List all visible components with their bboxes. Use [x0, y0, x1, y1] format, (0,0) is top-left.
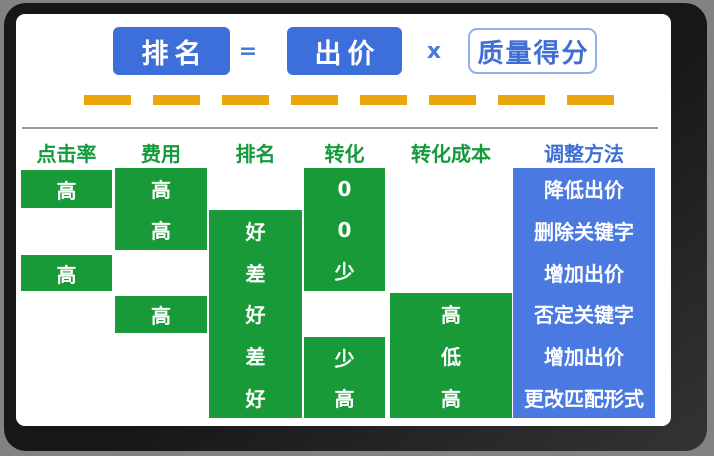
- cell-clickrate-r1: 高: [56, 178, 77, 203]
- quality-score-box: 质量得分: [468, 28, 597, 74]
- cell-conv-cost-r4: 高: [441, 303, 461, 328]
- method-block-rows1-6: 降低出价 删除关键字 增加出价 否定关键字 增加出价 更改匹配形式: [513, 168, 655, 418]
- cell-rank-r4: 好: [245, 303, 266, 328]
- cell-rank-r5: 差: [245, 345, 266, 370]
- cell-conversion-r3: 少: [334, 260, 355, 284]
- cell-method-r3: 增加出价: [544, 261, 624, 286]
- header-clickrate: 点击率: [36, 141, 97, 166]
- cell-rank-r2: 好: [245, 220, 266, 245]
- header-conversion: 转化: [324, 141, 365, 166]
- cost-block-rows1-2: 高 高: [115, 168, 207, 250]
- conversion-block-rows1-3: 0 0 少: [304, 168, 385, 291]
- rank-block-rows2-6: 好 差 好 差 好: [209, 210, 302, 418]
- cell-conv-cost-r6: 高: [441, 386, 461, 411]
- cell-method-r2: 删除关键字: [534, 220, 634, 244]
- header-rank: 排名: [235, 141, 276, 166]
- cell-conversion-r2: 0: [337, 217, 352, 242]
- cell-method-r6: 更改匹配形式: [524, 386, 644, 411]
- cell-method-r1: 降低出价: [544, 178, 624, 203]
- cell-cost-r1: 高: [151, 178, 171, 202]
- cost-block-row4: 高: [115, 296, 207, 333]
- cell-conversion-r5: 少: [334, 346, 355, 371]
- conversion-cost-block-rows4-6: 高 低 高: [390, 293, 512, 418]
- cell-cost-r2: 高: [151, 219, 171, 243]
- cell-clickrate-r3: 高: [56, 262, 77, 287]
- header-conversion-cost: 转化成本: [411, 141, 491, 166]
- bid-box: 出价: [287, 27, 402, 75]
- clickrate-block-row3: 高: [21, 255, 112, 291]
- slide-card: 排名 = 出价 x 质量得分 点击率 费用 排名 转化 转化成本 调整方法 高 …: [16, 14, 671, 426]
- cell-method-r4: 否定关键字: [534, 303, 634, 328]
- header-cost: 费用: [141, 141, 181, 166]
- conversion-block-rows5-6: 少 高: [304, 337, 385, 418]
- cell-method-r5: 增加出价: [544, 345, 624, 370]
- cell-conversion-r6: 高: [334, 387, 355, 412]
- cell-rank-r6: 好: [245, 386, 266, 411]
- cell-cost-r4: 高: [151, 304, 171, 328]
- equals-sign: =: [238, 38, 258, 64]
- slide-frame: 排名 = 出价 x 质量得分 点击率 费用 排名 转化 转化成本 调整方法 高 …: [4, 3, 707, 451]
- rank-box: 排名: [113, 27, 230, 75]
- cell-rank-r3: 差: [245, 261, 266, 286]
- cell-conversion-r1: 0: [337, 176, 352, 201]
- clickrate-block-row1: 高: [21, 170, 112, 208]
- divider-line: [22, 127, 658, 129]
- header-adjust-method: 调整方法: [544, 141, 624, 166]
- multiply-sign: x: [426, 38, 442, 64]
- cell-conv-cost-r5: 低: [441, 345, 461, 369]
- dashed-divider: [84, 95, 614, 105]
